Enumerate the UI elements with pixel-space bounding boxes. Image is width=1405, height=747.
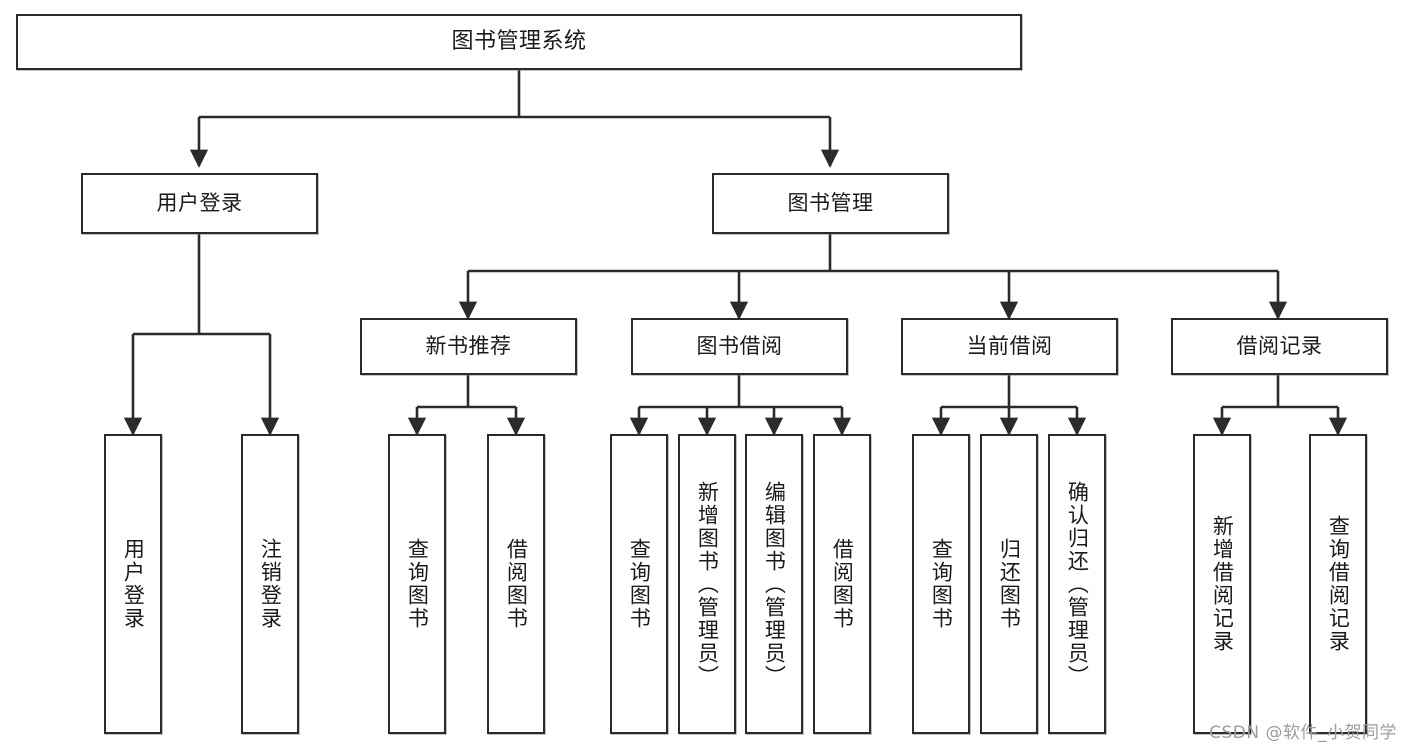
node-current-borrow[interactable]: 当前借阅 xyxy=(901,318,1118,375)
node-label: 借阅图书 xyxy=(830,538,855,630)
node-new-book-recommend[interactable]: 新书推荐 xyxy=(360,318,577,375)
node-label: 查询图书 xyxy=(929,538,954,630)
leaf-book-borrow-query-book[interactable]: 查询图书 xyxy=(610,434,668,734)
leaf-book-borrow-borrow-book[interactable]: 借阅图书 xyxy=(813,434,871,734)
node-label: 新增图书（管理员） xyxy=(695,480,720,688)
leaf-user-login-logout[interactable]: 注销登录 xyxy=(241,434,299,734)
node-label: 图书借阅 xyxy=(696,334,783,359)
node-label: 确认归还（管理员） xyxy=(1065,480,1090,688)
node-label: 查询图书 xyxy=(405,538,430,630)
watermark-text: CSDN @软件_小贺同学 xyxy=(1209,723,1397,743)
leaf-book-borrow-add-book-admin[interactable]: 新增图书（管理员） xyxy=(678,434,736,734)
node-label: 新增借阅记录 xyxy=(1210,515,1235,653)
leaf-book-borrow-edit-book-admin[interactable]: 编辑图书（管理员） xyxy=(745,434,803,734)
leaf-current-borrow-confirm-return-admin[interactable]: 确认归还（管理员） xyxy=(1048,434,1106,734)
leaf-current-borrow-return-book[interactable]: 归还图书 xyxy=(980,434,1038,734)
node-label: 图书管理 xyxy=(787,191,874,216)
leaf-user-login-login[interactable]: 用户登录 xyxy=(104,434,162,734)
node-label: 用户登录 xyxy=(121,538,146,630)
node-label: 借阅图书 xyxy=(504,538,529,630)
node-label: 当前借阅 xyxy=(966,334,1053,359)
leaf-borrow-record-query-record[interactable]: 查询借阅记录 xyxy=(1309,434,1367,734)
node-label: 查询图书 xyxy=(627,538,652,630)
node-label: 查询借阅记录 xyxy=(1326,515,1351,653)
node-label: 编辑图书（管理员） xyxy=(762,480,787,688)
node-borrow-record[interactable]: 借阅记录 xyxy=(1171,318,1388,375)
node-book-management[interactable]: 图书管理 xyxy=(712,173,949,234)
node-label: 注销登录 xyxy=(258,538,283,630)
leaf-borrow-record-add-record[interactable]: 新增借阅记录 xyxy=(1193,434,1251,734)
leaf-current-borrow-query-book[interactable]: 查询图书 xyxy=(912,434,970,734)
node-label: 新书推荐 xyxy=(425,334,512,359)
node-label: 用户登录 xyxy=(156,191,243,216)
node-book-borrow[interactable]: 图书借阅 xyxy=(631,318,848,375)
node-root-book-management-system[interactable]: 图书管理系统 xyxy=(16,14,1022,70)
node-user-login[interactable]: 用户登录 xyxy=(81,173,318,234)
leaf-new-book-borrow-book[interactable]: 借阅图书 xyxy=(487,434,545,734)
leaf-new-book-query-book[interactable]: 查询图书 xyxy=(388,434,446,734)
node-label: 归还图书 xyxy=(997,538,1022,630)
node-label: 借阅记录 xyxy=(1236,334,1323,359)
node-label: 图书管理系统 xyxy=(451,29,587,55)
